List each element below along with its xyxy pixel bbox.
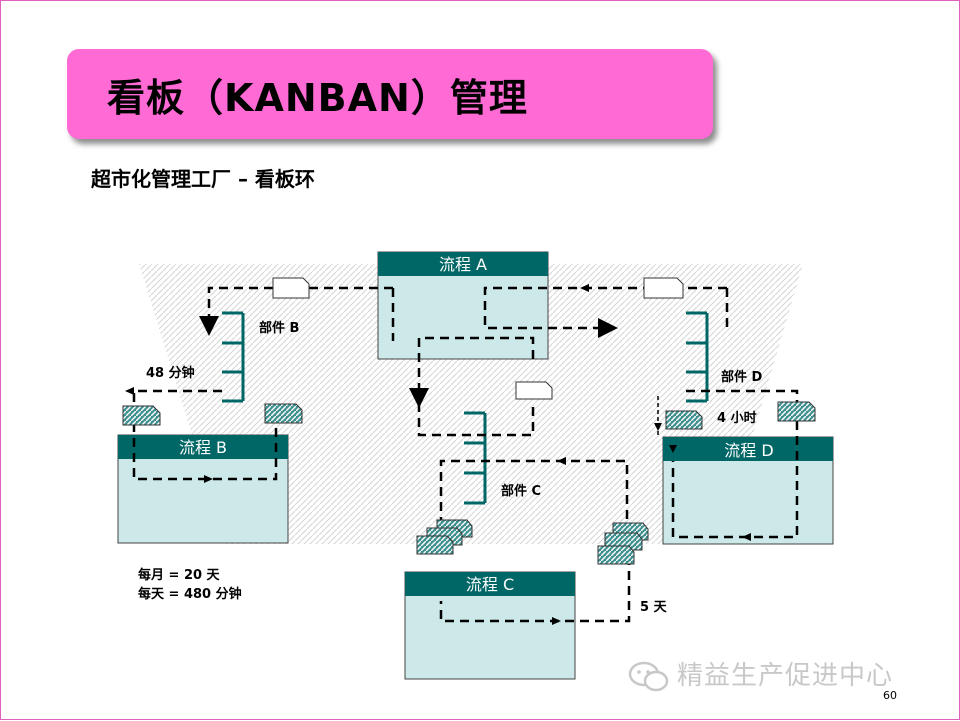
time-notes: 每月 = 20 天 每天 = 480 分钟 xyxy=(138,566,242,604)
part-d-label: 部件 D xyxy=(721,369,763,385)
title-banner: 看板（KANBAN）管理 xyxy=(67,49,713,139)
process-c-title: 流程 C xyxy=(466,575,514,594)
withdrawal-kanban-cards xyxy=(272,277,684,400)
wechat-icon xyxy=(628,661,669,691)
time-b-label: 48 分钟 xyxy=(146,365,195,381)
watermark: 精益生产促进中心 xyxy=(627,655,893,694)
process-a-box: 流程 A xyxy=(377,251,549,360)
process-a-title: 流程 A xyxy=(439,255,487,274)
loop-ac-2 xyxy=(417,401,535,437)
process-d-box: 流程 D xyxy=(662,436,834,545)
kanban-loop-lines xyxy=(132,286,799,623)
slide-subtitle: 超市化管理工厂 – 看板环 xyxy=(91,167,315,191)
supermarket-d-rack xyxy=(686,311,709,403)
process-b-title: 流程 B xyxy=(179,438,227,457)
production-kanban-cards xyxy=(122,401,816,565)
factory-background xyxy=(139,264,803,544)
loop-ab xyxy=(209,286,395,341)
loop-b xyxy=(132,389,278,481)
process-b-box: 流程 B xyxy=(117,434,289,544)
process-d-title: 流程 D xyxy=(724,441,773,460)
loop-c xyxy=(439,459,631,623)
loop-ad xyxy=(483,286,729,328)
loop-d xyxy=(671,389,799,539)
loop-arrowheads xyxy=(125,284,751,625)
loop-ac xyxy=(409,336,535,408)
part-b-label: 部件 B xyxy=(259,320,299,336)
process-c-box: 流程 C xyxy=(404,571,576,680)
time-d-label: 4 小时 xyxy=(717,410,757,426)
slide-title: 看板（KANBAN）管理 xyxy=(107,76,528,120)
note-month: 每月 = 20 天 xyxy=(138,568,220,583)
page-number: 60 xyxy=(883,689,897,702)
note-day: 每天 = 480 分钟 xyxy=(138,587,242,602)
watermark-text: 精益生产促进中心 xyxy=(677,661,894,691)
part-c-label: 部件 C xyxy=(501,483,541,499)
supermarket-b-rack xyxy=(222,311,245,403)
supermarket-c-rack xyxy=(464,411,487,505)
time-c-label: 5 天 xyxy=(640,600,668,615)
